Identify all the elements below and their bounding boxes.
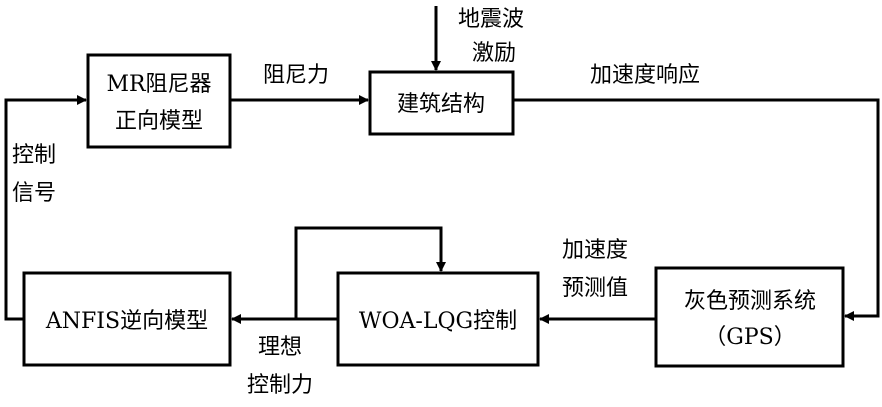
seismic-label-line1: 地震波 xyxy=(458,7,524,32)
ideal-force-label-line1: 理想 xyxy=(258,335,302,360)
control-signal-label-line1: 控制 xyxy=(12,143,56,168)
mr-damper-label-line1: MR阻尼器 xyxy=(106,72,211,97)
grey-prediction-label-line1: 灰色预测系统 xyxy=(684,289,816,314)
woa-lqg-label: WOA-LQG控制 xyxy=(359,309,517,334)
mr-damper-block: MR阻尼器 正向模型 xyxy=(88,55,230,147)
acceleration-response-label: 加速度响应 xyxy=(590,63,700,88)
anfis-block: ANFIS逆向模型 xyxy=(24,273,230,365)
predicted-acceleration-label-line1: 加速度 xyxy=(562,238,628,263)
seismic-label-line2: 激励 xyxy=(472,41,516,66)
ideal-force-label-line2: 控制力 xyxy=(247,373,313,398)
grey-prediction-block: 灰色预测系统 （GPS） xyxy=(656,268,843,366)
building-structure-label: 建筑结构 xyxy=(397,92,485,117)
predicted-acceleration-label-line2: 预测值 xyxy=(562,276,628,301)
anfis-label: ANFIS逆向模型 xyxy=(45,309,208,334)
grey-prediction-label-line2: （GPS） xyxy=(704,325,795,350)
woa-lqg-block: WOA-LQG控制 xyxy=(338,273,538,365)
damping-force-label: 阻尼力 xyxy=(263,63,329,88)
control-signal-label-line2: 信号 xyxy=(12,181,56,206)
building-structure-block: 建筑结构 xyxy=(370,72,513,134)
mr-damper-label-line2: 正向模型 xyxy=(115,109,203,134)
